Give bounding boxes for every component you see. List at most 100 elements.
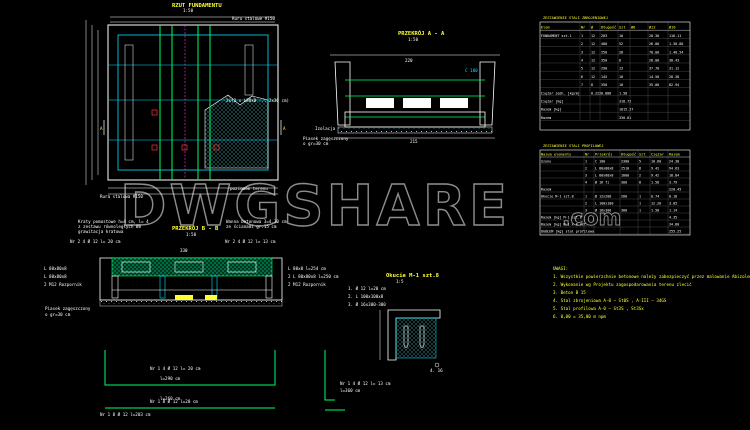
- table-cell: 2300: [621, 160, 629, 164]
- table-cell: 255.25: [669, 230, 681, 234]
- table-cell: 1.40.54: [669, 50, 683, 54]
- table-header-cell: Nr: [581, 26, 586, 30]
- table-cell: 4.35: [669, 216, 677, 220]
- table-cell: Ciężar jedn. [kg/m]: [541, 91, 580, 95]
- detail-item-2: 2. L 100x100x8: [348, 294, 384, 299]
- section-aa-title: PRZEKRÓJ A - A: [398, 30, 445, 37]
- note-item: 1. Wszystkie powierzchnie betonowe należ…: [553, 274, 750, 279]
- cut-marker-a-left: A: [100, 126, 103, 131]
- table-cell: 35.00: [649, 83, 659, 87]
- table-cell: 1.58: [651, 209, 659, 213]
- note-item: 4. Stal zbrojeniowa A-0 — St0S , A-III —…: [553, 298, 667, 303]
- plan-view: RZUT FUNDAMENTU 1:50 Ruru stalow: [85, 3, 289, 199]
- note-right-2: ze ścianami gr.15 cm: [226, 224, 277, 229]
- table-cell: 1: [639, 195, 641, 199]
- table-cell: FUNDAMENT szt.1: [541, 34, 572, 38]
- table-cell: 145: [601, 75, 607, 79]
- table-cell: Okucie M-1 szt.8: [541, 195, 574, 199]
- notes-list: 1. Wszystkie powierzchnie betonowe należ…: [553, 274, 750, 319]
- bar-label-b: Nr 1 8 Ø 12 l=20 cm: [150, 399, 198, 404]
- table-cell: 1: [581, 34, 583, 38]
- bar-schedule: Nr 1 4 Ø 12 l= 20 cm l=290 cm Nr 1 8 Ø 1…: [100, 350, 391, 417]
- table-cell: 350: [601, 83, 607, 87]
- table-cell: 0.222: [591, 91, 601, 95]
- table-cell: L 100x100: [595, 202, 613, 206]
- section-bb-dim: 330: [180, 248, 188, 253]
- table-cell: 37.70: [649, 67, 659, 71]
- table-cell: 1: [585, 160, 587, 164]
- table-cell: Szyny: [541, 160, 551, 164]
- detail-m1-scale: 1:5: [396, 279, 404, 284]
- note-item: 5. Stal profilowa A-0 — St3S , St3Sx: [553, 306, 644, 311]
- table-header-cell: Elem: [541, 26, 550, 30]
- table-cell: 52: [619, 42, 623, 46]
- detail-item-4: 4. 16: [430, 368, 443, 373]
- table-cell: 9.42: [651, 174, 659, 178]
- section-aa-c100: C 100: [465, 68, 478, 73]
- plan-pipe-left: Rura stalowa #150: [100, 194, 143, 199]
- table-cell: OGÓŁEM [kg] stal profilowa: [541, 229, 594, 234]
- table-cell: 1: [585, 195, 587, 199]
- table-profile: ZESTAWIENIE STALI PROFILOWEJ Nazwa eleme…: [539, 144, 691, 236]
- section-bb-title: PRZEKRÓJ B - B: [172, 225, 219, 232]
- table-cell: 200: [621, 195, 627, 199]
- callout-left-2: L 80x80x8: [44, 274, 67, 279]
- table-cell: 30.43: [669, 59, 679, 63]
- table-cell: 2: [581, 42, 583, 46]
- table-cell: 2: [639, 174, 641, 178]
- table-cell: Razem [kg] M-1 x 8 szt.: [541, 223, 588, 227]
- section-aa-piasek2: o gr=30 cm: [303, 141, 329, 146]
- section-bb-piasek2: o gr=30 cm: [45, 312, 71, 317]
- plan-pipe-note: poziomem terenu: [230, 186, 268, 191]
- table-cell: Ø 12x200: [595, 194, 611, 199]
- table-cell: 1.30.80: [669, 42, 683, 46]
- section-bb-scale: 1:50: [186, 232, 197, 237]
- table-cell: Razem: [541, 116, 551, 120]
- table-cell: Ciężar [kg]: [541, 100, 563, 104]
- table-cell: 94.63: [669, 167, 679, 171]
- table-cell: 1015.27: [619, 108, 633, 112]
- bar-len-b: l=260 cm: [160, 396, 181, 401]
- plan-beam-label: 2x(2 x L80x8 ... 2x30 cm): [226, 98, 289, 103]
- table-cell: L 80x80x8: [595, 167, 613, 171]
- plan-scale: 1:50: [183, 8, 194, 13]
- table-header-cell: Ø: [591, 25, 594, 30]
- detail-m1-title: Okucie M-1 szt.8: [386, 273, 439, 279]
- watermark-suffix: .com: [562, 206, 621, 231]
- table-cell: 300: [621, 209, 627, 213]
- table-cell: 12: [591, 42, 595, 46]
- table-cell: 12: [591, 75, 595, 79]
- table-cell: 2: [585, 202, 587, 206]
- section-bb-bar-label-b: Nr 2 4 Ø 12 l= 13 cm: [225, 239, 276, 244]
- table-cell: 12: [591, 67, 595, 71]
- table-cell: 3.79: [669, 181, 677, 185]
- section-aa-bottom-dim: 215: [410, 139, 418, 144]
- section-bb: PRZEKRÓJ B - B 1:50 Nr 2 4 Ø 12 l= 20 cm…: [44, 219, 339, 317]
- table-cell: 8: [591, 83, 593, 87]
- table-header-cell: Długość: [601, 26, 616, 30]
- table-cell: 31.12: [669, 67, 679, 71]
- table-cell: 10: [619, 34, 623, 38]
- bar-label-c: Nr 1 4 Ø 12 l= 13 cm: [340, 381, 391, 386]
- table-cell: 300: [621, 181, 627, 185]
- plan-title: RZUT FUNDAMENTU: [172, 3, 222, 9]
- table-cell: 2: [585, 167, 587, 171]
- table-cell: Razem [kg] M-1 szt.8: [541, 216, 582, 220]
- table-cell: 26.00: [649, 42, 659, 46]
- table-cell: 290: [601, 67, 607, 71]
- note-left-1: Kraty pomostowe h=4 cm, l= 4: [78, 219, 149, 224]
- table-cell: 82.94: [669, 83, 679, 87]
- table-cell: 7: [581, 83, 583, 87]
- callout-right-2: 2 L 80x80x8 l=250 cm: [288, 274, 339, 279]
- table-cell: 250: [601, 50, 607, 54]
- table-cell: 8: [619, 59, 621, 63]
- table-cell: 12.20: [651, 202, 661, 206]
- bar-label-a: Nr 1 4 Ø 12 l= 20 cm: [150, 366, 201, 371]
- table-cell: 5: [581, 67, 583, 71]
- table-cell: 1: [639, 209, 641, 213]
- table-cell: 1.58: [619, 91, 627, 95]
- table-cell: 34.80: [669, 223, 679, 227]
- detail-item-3: 3. Ø 16x300-300: [348, 302, 386, 307]
